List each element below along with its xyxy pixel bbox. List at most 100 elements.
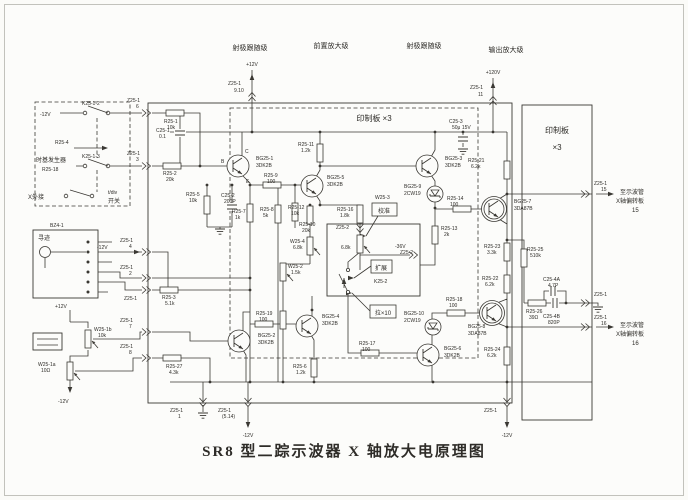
labels: 射极跟随级 前置放大级 射极跟随级 输出放大级 +12V +120V -12V … — [28, 41, 644, 439]
resistor-R25-16 — [356, 204, 364, 224]
svg-text:R25-26: R25-26 — [526, 309, 543, 315]
svg-text:R25-3: R25-3 — [162, 295, 176, 301]
stage-label: 射极跟随级 — [233, 43, 268, 52]
svg-text:R25-19: R25-19 — [256, 311, 273, 317]
svg-text:100: 100 — [259, 317, 268, 323]
svg-text:5.1k: 5.1k — [165, 301, 175, 307]
output-label: X轴偏转板 — [616, 330, 644, 338]
svg-text:6: 6 — [136, 104, 139, 110]
svg-text:C25-1: C25-1 — [156, 128, 170, 134]
svg-text:W25-1a: W25-1a — [38, 362, 56, 368]
svg-text:10k: 10k — [98, 333, 107, 339]
svg-text:C25-4A: C25-4A — [543, 277, 561, 283]
pot-W25-3 — [356, 234, 371, 254]
output-label: 16 — [632, 341, 639, 347]
svg-text:Z25-1: Z25-1 — [120, 238, 133, 244]
svg-text:6.2k: 6.2k — [487, 353, 497, 359]
ground-icon — [214, 228, 226, 235]
board-label: 印制板 ×3 — [356, 113, 392, 123]
svg-text:7: 7 — [129, 324, 132, 330]
transistor-BG25-7 — [481, 196, 507, 222]
stage-label: 输出放大级 — [489, 45, 524, 54]
svg-text:20k: 20k — [166, 177, 175, 183]
svg-text:R25-2: R25-2 — [163, 171, 177, 177]
schematic-title: SR8 型二踪示波器 X 轴放大电原理图 — [202, 442, 486, 460]
svg-text:C25-2: C25-2 — [221, 193, 235, 199]
zener-BG25-9 — [426, 185, 444, 203]
resistor-R25-3 — [159, 286, 179, 294]
svg-text:R25-18: R25-18 — [446, 297, 463, 303]
capacitor-C25-3 — [456, 134, 470, 144]
svg-text:3DK2B: 3DK2B — [256, 163, 273, 169]
svg-text:R25-11: R25-11 — [298, 142, 314, 148]
svg-text:Z25-1: Z25-1 — [124, 296, 137, 302]
svg-text:10k: 10k — [291, 211, 300, 217]
supply-label: +120V — [486, 70, 501, 76]
svg-text:K25-1-2: K25-1-2 — [82, 101, 100, 107]
svg-text:200P: 200P — [224, 199, 236, 205]
svg-text:BG25-9: BG25-9 — [404, 184, 421, 190]
svg-text:3DA87B: 3DA87B — [514, 206, 533, 212]
svg-text:Z25-1: Z25-1 — [170, 408, 183, 414]
svg-text:4: 4 — [129, 244, 132, 250]
svg-text:开关: 开关 — [108, 197, 120, 205]
supply-label: -36V — [395, 244, 406, 250]
svg-text:3.3k: 3.3k — [487, 250, 497, 256]
svg-text:BG25-4: BG25-4 — [322, 314, 339, 320]
svg-text:R25-8: R25-8 — [260, 207, 274, 213]
svg-text:2CW19: 2CW19 — [404, 191, 421, 197]
transistor-BG25-2 — [227, 329, 251, 353]
svg-text:6.2k: 6.2k — [485, 282, 495, 288]
svg-text:3: 3 — [136, 157, 139, 163]
pull-x10-box — [369, 304, 397, 319]
supply-label: +12V — [246, 62, 258, 68]
svg-text:R25-5: R25-5 — [186, 192, 200, 198]
svg-text:510k: 510k — [530, 253, 541, 259]
transistor-BG25-1 — [226, 154, 250, 178]
svg-text:W25-3: W25-3 — [375, 195, 390, 201]
supply-label: -12V — [58, 399, 69, 405]
svg-text:8: 8 — [129, 350, 132, 356]
svg-text:15: 15 — [601, 187, 607, 193]
svg-text:R25-25: R25-25 — [527, 247, 544, 253]
transistor-BG25-3 — [415, 154, 439, 178]
expand-box — [370, 259, 393, 274]
svg-text:R25-18: R25-18 — [42, 167, 59, 173]
svg-text:50μ 15V: 50μ 15V — [452, 125, 471, 131]
svg-text:R25-6: R25-6 — [293, 364, 307, 370]
resistor-R25-13 — [431, 225, 439, 245]
svg-text:6.2k: 6.2k — [471, 164, 481, 170]
svg-text:校准: 校准 — [378, 207, 390, 215]
svg-text:2CW19: 2CW19 — [404, 318, 421, 324]
resistor-R25-6 — [310, 358, 318, 378]
svg-text:0.1: 0.1 — [159, 134, 166, 140]
svg-text:3DK2B: 3DK2B — [327, 182, 344, 188]
svg-text:BG25-10: BG25-10 — [404, 311, 424, 317]
ground-icon — [457, 148, 469, 155]
transistor-BG25-5 — [300, 174, 324, 198]
svg-text:Z25-1: Z25-1 — [594, 181, 607, 187]
supply-label: -12V — [97, 245, 108, 251]
main-chassis-box — [32, 102, 593, 421]
svg-text:X外接: X外接 — [28, 193, 44, 201]
svg-text:Z25-2: Z25-2 — [400, 250, 413, 256]
svg-text:C25-3: C25-3 — [449, 119, 463, 125]
capacitor-C25-4B — [550, 296, 560, 310]
svg-text:820P: 820P — [548, 320, 560, 326]
svg-text:E: E — [246, 179, 250, 185]
svg-text:1.2k: 1.2k — [301, 148, 311, 154]
svg-text:R25-22: R25-22 — [482, 276, 499, 282]
cal-box — [371, 202, 398, 217]
resistor-R25-23 — [503, 242, 511, 262]
svg-text:100: 100 — [449, 303, 458, 309]
svg-text:Z25-1: Z25-1 — [120, 265, 133, 271]
svg-text:B: B — [221, 159, 225, 165]
svg-text:1.2k: 1.2k — [296, 370, 306, 376]
svg-text:R25-16: R25-16 — [337, 207, 354, 213]
svg-text:R25-1: R25-1 — [164, 119, 178, 125]
svg-text:100: 100 — [267, 179, 276, 185]
svg-text:时基发生器: 时基发生器 — [36, 156, 66, 164]
resistor-aux — [279, 310, 287, 330]
svg-text:Z25-1: Z25-1 — [127, 98, 140, 104]
svg-text:Z25-1: Z25-1 — [484, 408, 497, 414]
